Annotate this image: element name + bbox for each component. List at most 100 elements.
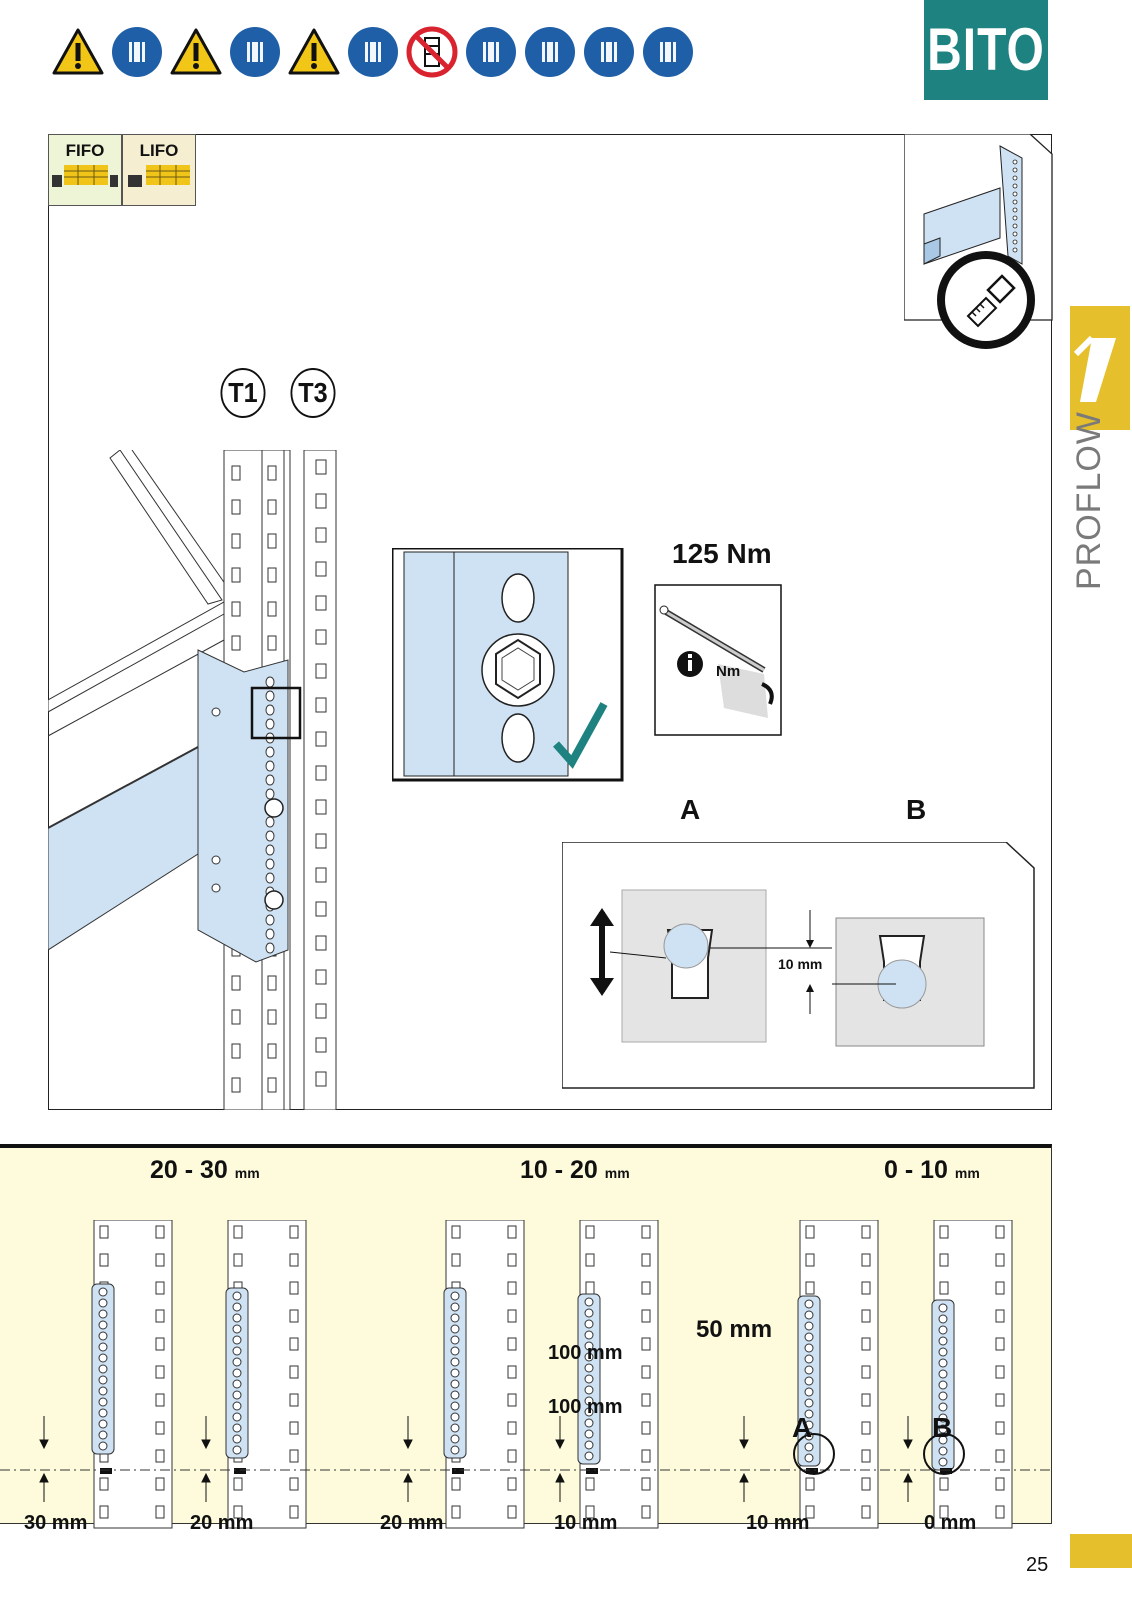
upright-slot <box>315 527 327 543</box>
lifo-pallets-icon <box>128 165 190 187</box>
section-label: PROFLOW <box>1066 411 1108 620</box>
spacing-label-gap2: 100 mm <box>548 1396 623 1418</box>
bracket-hole <box>265 718 275 730</box>
bracket-hole <box>265 914 275 926</box>
upright-slot <box>315 799 327 815</box>
dimension-arrow <box>201 1416 211 1502</box>
upright-section <box>797 1220 879 1529</box>
logo-text: BITO <box>927 16 1045 84</box>
upright-slot <box>315 1037 327 1053</box>
safety-harness-icon <box>642 26 694 78</box>
upright-slot <box>315 833 327 849</box>
dimension-arrow <box>739 1416 749 1502</box>
bottom-position-a: A <box>792 1412 813 1443</box>
upright-slot <box>315 765 327 781</box>
position-b-label: B <box>906 794 927 825</box>
dimension-arrow <box>39 1416 49 1502</box>
bolt-icon <box>966 274 1016 328</box>
dimension-arrow <box>403 1416 413 1502</box>
upright-slot <box>315 867 327 883</box>
dimension-arrow <box>555 1416 565 1502</box>
range-label-1: 20 - 30 mm <box>150 1156 260 1184</box>
upright-slot <box>315 935 327 951</box>
upright-slot <box>315 459 327 475</box>
upright-section <box>443 1220 525 1529</box>
upright-section <box>577 1220 659 1529</box>
fifo-badge: FIFO <box>48 134 122 206</box>
slip-hazard-icon <box>170 26 222 78</box>
upright-section <box>931 1220 1013 1529</box>
upright-slot <box>315 663 327 679</box>
fifo-pallets-icon <box>52 165 118 187</box>
fifo-label: FIFO <box>65 141 105 160</box>
hand-crush-warning-icon <box>288 26 340 78</box>
upright-slot <box>267 499 277 515</box>
upright-slot <box>231 1043 241 1059</box>
measure-label-6: 0 mm <box>924 1512 977 1534</box>
upright-slot <box>267 567 277 583</box>
variant-t3-label: T3 <box>298 377 328 408</box>
protective-gloves-icon <box>524 26 576 78</box>
move-arrow-icon <box>590 908 614 996</box>
page-tab <box>1070 1534 1132 1568</box>
ear-protection-icon <box>583 26 635 78</box>
upright-slot <box>315 561 327 577</box>
bracket-hole <box>265 788 275 800</box>
range-label-2: 10 - 20 mm <box>520 1156 630 1184</box>
upright-slot <box>267 1077 277 1093</box>
detail-callout-box <box>250 686 302 740</box>
chapter-tab <box>1070 306 1130 430</box>
upright-slot <box>231 567 241 583</box>
bottom-position-b: B <box>932 1412 953 1443</box>
upright-slot <box>267 1009 277 1025</box>
upright-beam-illustration <box>48 450 337 1110</box>
safety-boots-icon <box>111 26 163 78</box>
variant-t3-badge: T3 <box>290 368 336 418</box>
bracket-hole <box>265 816 275 828</box>
bracket-hole <box>265 830 275 842</box>
check-icon <box>553 702 608 769</box>
upright-slot <box>315 731 327 747</box>
measure-label-2: 20 mm <box>190 1512 254 1534</box>
lifo-badge: LIFO <box>122 134 196 206</box>
lifo-label: LIFO <box>139 141 179 160</box>
offset-detail-box: 10 mm <box>562 842 1035 1089</box>
upright-section <box>225 1220 307 1529</box>
offset-detail-label: 10 mm <box>778 956 822 972</box>
position-callout-circle <box>923 1433 965 1475</box>
upright-slot <box>315 697 327 713</box>
upright-section <box>91 1220 173 1529</box>
upright-slot <box>315 901 327 917</box>
hi-vis-vest-icon <box>347 26 399 78</box>
general-warning-icon <box>52 26 104 78</box>
safety-icon-row <box>52 26 694 78</box>
upright-slot <box>231 1009 241 1025</box>
hole-pitch-label: 50 mm <box>696 1316 773 1343</box>
safety-glasses-icon <box>229 26 281 78</box>
bracket-hole <box>265 746 275 758</box>
variant-t1-badge: T1 <box>220 368 266 418</box>
position-a-label: A <box>680 794 701 825</box>
upright-slot <box>267 635 277 651</box>
torque-value: 125 Nm <box>672 538 772 569</box>
bito-logo: BITO <box>924 0 1048 100</box>
beam-bolt-detail <box>904 134 1053 349</box>
range-label-3: 0 - 10 mm <box>884 1156 980 1184</box>
upright-slot <box>267 465 277 481</box>
main-illustration-frame <box>48 134 1052 1110</box>
upright-slot <box>267 975 277 991</box>
position-callout-circle <box>793 1433 835 1475</box>
spacing-label-gap1: 100 mm <box>548 1342 623 1364</box>
upright-slot <box>231 635 241 651</box>
measure-label-5: 10 mm <box>746 1512 810 1534</box>
torque-unit-label: Nm <box>716 663 740 680</box>
upright-slot <box>231 499 241 515</box>
bracket-hole <box>265 844 275 856</box>
upright-slot <box>267 601 277 617</box>
bracket-hole <box>265 676 275 688</box>
upright-slot <box>267 1043 277 1059</box>
bracket-hole <box>265 704 275 716</box>
upright-slot <box>231 601 241 617</box>
measure-label-1: 30 mm <box>24 1512 88 1534</box>
bolt-zoom-detail <box>392 548 624 782</box>
